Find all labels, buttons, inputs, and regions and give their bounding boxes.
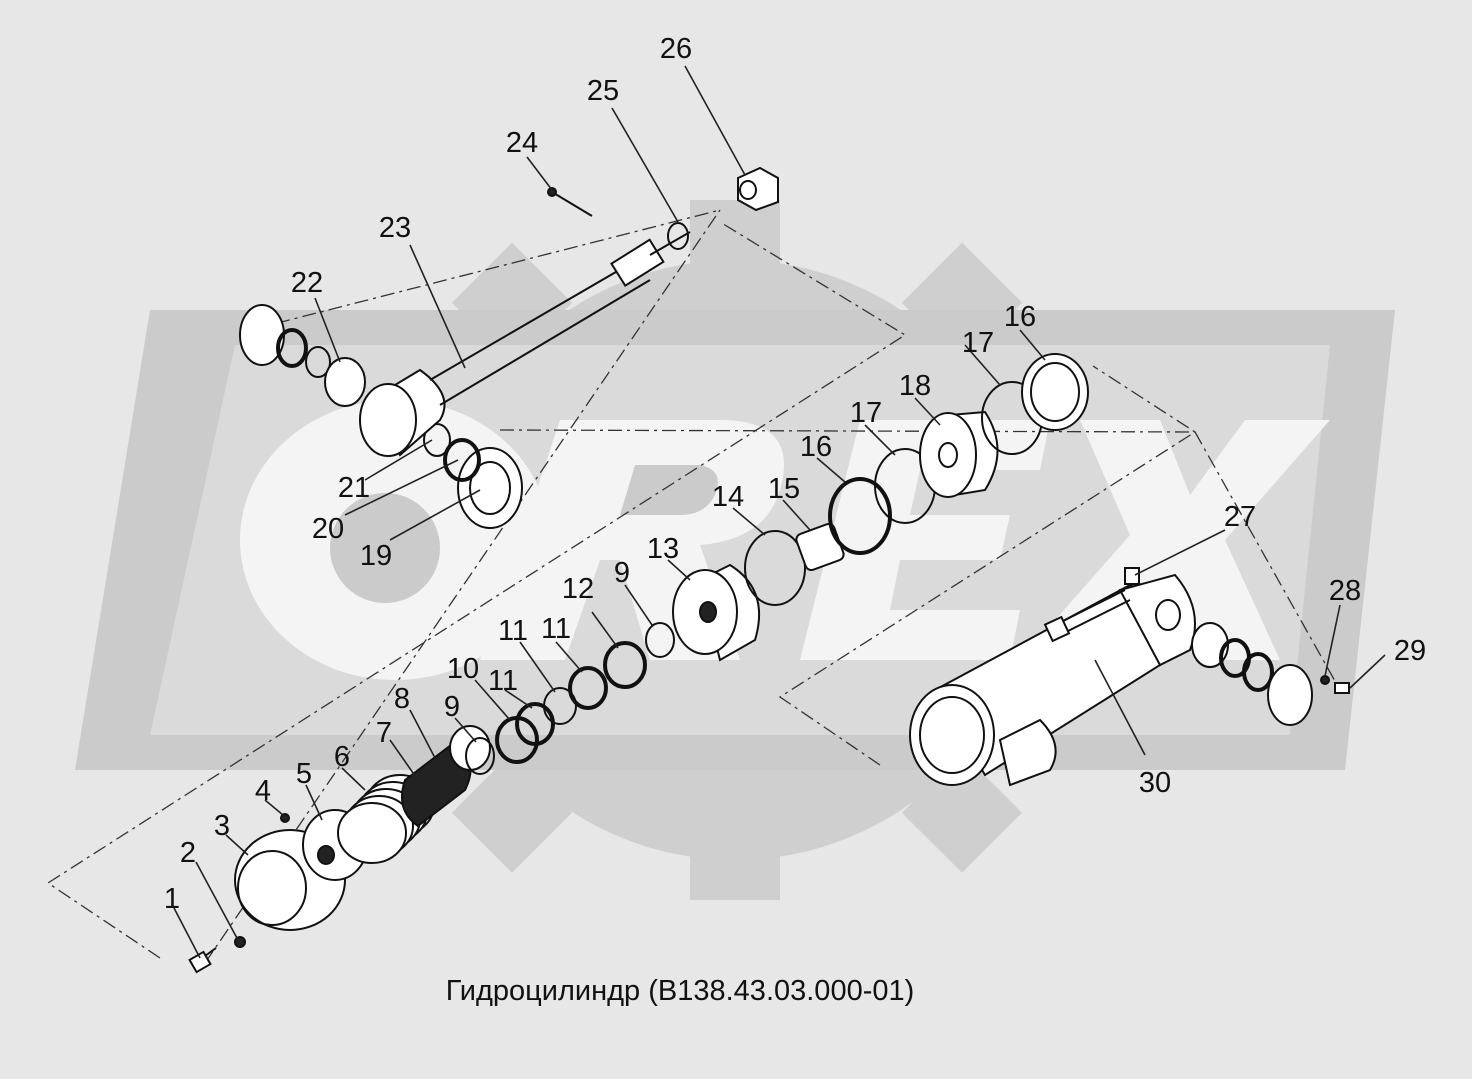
callout-numbers: 1 2 3 4 5 6 7 8 9 9 10 11 11 11 12 13 14… (164, 33, 1426, 915)
callout-17a: 17 (850, 397, 882, 429)
part-12-ring (603, 641, 647, 689)
part-26-nut (737, 166, 779, 212)
callout-19: 19 (360, 540, 392, 572)
callout-29: 29 (1394, 635, 1426, 667)
callout-27: 27 (1224, 501, 1256, 533)
callout-5: 5 (296, 758, 312, 790)
callout-24: 24 (506, 127, 538, 159)
part-1-bolt (188, 947, 217, 974)
callout-11a: 11 (488, 665, 518, 697)
callout-2: 2 (180, 837, 196, 869)
leader-lines (173, 65, 1386, 959)
part-13-guide (672, 563, 761, 662)
callout-1: 1 (164, 883, 180, 915)
part-24-pin (551, 191, 593, 217)
callout-20: 20 (312, 513, 344, 545)
callout-9b: 9 (614, 557, 630, 589)
callout-15: 15 (768, 473, 800, 505)
callout-11b: 11 (498, 615, 528, 647)
callout-17b: 17 (962, 327, 994, 359)
part-30-ring-b (1242, 652, 1274, 692)
part-9-oring (465, 737, 495, 775)
diagram-caption: Гидроцилиндр (В138.43.03.000-01) (446, 975, 915, 1007)
part-11-ring-a (515, 702, 555, 746)
callout-6: 6 (334, 741, 350, 773)
part-23-rod (359, 231, 691, 457)
part-20-ring (443, 438, 481, 482)
part-9-oring-b (645, 622, 675, 658)
part-21-ring (423, 423, 451, 457)
part-18-piston (919, 410, 999, 498)
part-30-cylinder (909, 573, 1196, 787)
callout-23: 23 (379, 212, 411, 244)
part-30-flange (1267, 664, 1313, 726)
part-16-ring-b (1021, 353, 1089, 431)
callout-22: 22 (291, 267, 323, 299)
callout-18: 18 (899, 370, 931, 402)
part-11-ring-b (543, 687, 577, 725)
callout-16b: 16 (1004, 301, 1036, 333)
part-29-bolt (1334, 682, 1350, 694)
callout-4: 4 (255, 775, 271, 807)
callout-25: 25 (587, 75, 619, 107)
assembly-axes (46, 209, 1341, 964)
part-11-ring-c (568, 666, 608, 710)
callout-8: 8 (394, 683, 410, 715)
part-22-bearing (239, 304, 366, 407)
callout-28: 28 (1329, 575, 1361, 607)
callout-14: 14 (712, 481, 744, 513)
callout-11c: 11 (541, 613, 571, 645)
part-16-ring (828, 477, 892, 555)
callout-7: 7 (376, 717, 392, 749)
part-19-flange (457, 447, 523, 529)
callout-12: 12 (562, 573, 594, 605)
callout-9a: 9 (444, 691, 460, 723)
callout-3: 3 (214, 810, 230, 842)
callout-16a: 16 (800, 431, 832, 463)
part-28-washer (1320, 675, 1330, 685)
orex-watermark-logo (75, 200, 1395, 900)
callout-13: 13 (647, 533, 679, 565)
callout-26: 26 (660, 33, 692, 65)
part-27-fitting (1043, 567, 1140, 643)
callout-21: 21 (338, 472, 370, 504)
callout-30: 30 (1139, 767, 1171, 799)
part-4-pin (280, 813, 290, 823)
callout-10: 10 (447, 653, 479, 685)
part-14-ring (744, 530, 806, 606)
part-25-ring (667, 222, 689, 250)
parts (188, 166, 1350, 974)
